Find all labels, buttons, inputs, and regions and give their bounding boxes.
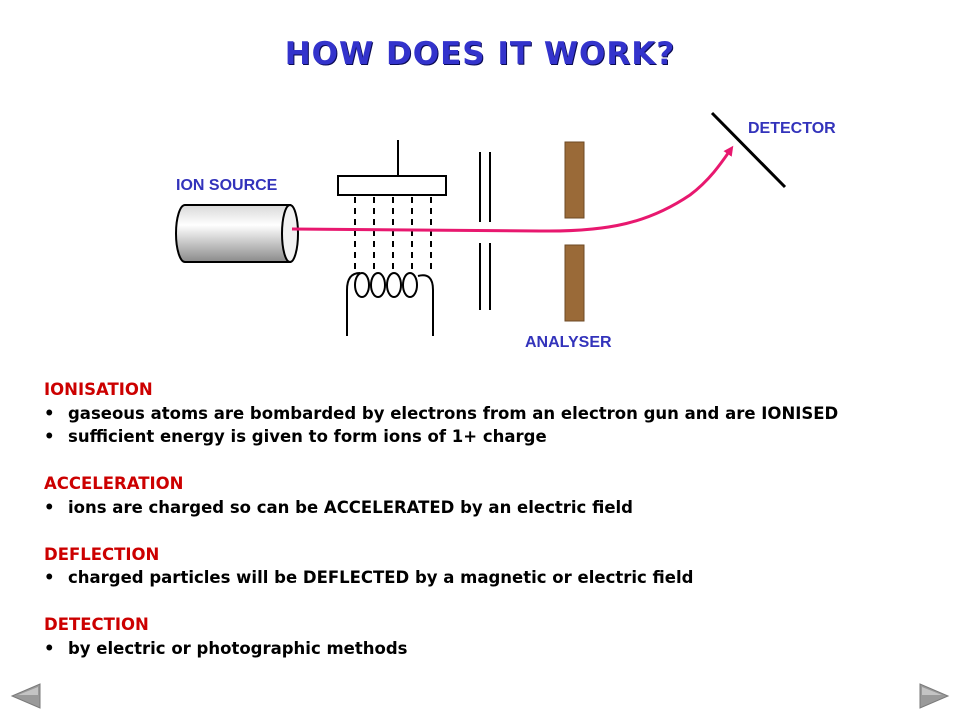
bullet-marker: • [44,403,55,423]
mass-spectrometer-diagram [175,111,787,336]
explanation-text: IONISATION • gaseous atoms are bombarded… [44,378,944,684]
analyser-label: ANALYSER [525,334,612,351]
section-ionisation: IONISATION • gaseous atoms are bombarded… [44,378,944,449]
section-detection: DETECTION • by electric or photographic … [44,613,944,660]
detector-plate [710,111,787,189]
bullet-marker: • [44,638,55,658]
bullet-item: • charged particles will be DEFLECTED by… [44,566,944,590]
next-slide-button[interactable] [918,683,950,709]
section-heading: DETECTION [44,615,149,634]
bullet-item: • sufficient energy is given to form ion… [44,425,944,449]
section-acceleration: ACCELERATION • ions are charged so can b… [44,472,944,519]
section-heading: IONISATION [44,380,153,399]
page-title: HOW DOES IT WORK? [284,36,676,72]
bullet-marker: • [44,568,55,587]
bullet-text: ions are charged so can be ACCELERATED b… [68,497,633,517]
accelerating-plates [479,152,491,310]
section-heading: ACCELERATION [44,474,184,493]
ion-source-label: ION SOURCE [176,177,278,194]
ion-source-cylinder [175,204,299,263]
section-heading: DEFLECTION [44,544,160,564]
triangle-right-icon [919,683,950,709]
bullet-marker: • [44,497,55,517]
analyser-plate-lower [564,244,585,322]
previous-slide-button[interactable] [10,683,42,709]
ion-beam-path [291,145,734,233]
bullet-marker: • [44,427,55,446]
bullet-text: by electric or photographic methods [68,638,408,658]
analyser-plates [564,141,585,322]
triangle-left-icon [10,683,41,709]
section-deflection: DEFLECTION • charged particles will be D… [44,543,944,590]
detector-label: DETECTOR [748,120,836,137]
analyser-plate-upper [564,141,585,219]
bullet-text: charged particles will be DEFLECTED by a… [68,568,694,587]
bullet-item: • gaseous atoms are bombarded by electro… [44,402,944,426]
bullet-item: • ions are charged so can be ACCELERATED… [44,496,944,520]
heating-coil [346,272,434,336]
electron-gun [337,140,447,336]
bullet-text: gaseous atoms are bombarded by electrons… [68,403,839,423]
bullet-item: • by electric or photographic methods [44,637,944,661]
bullet-text: sufficient energy is given to form ions … [68,427,547,446]
